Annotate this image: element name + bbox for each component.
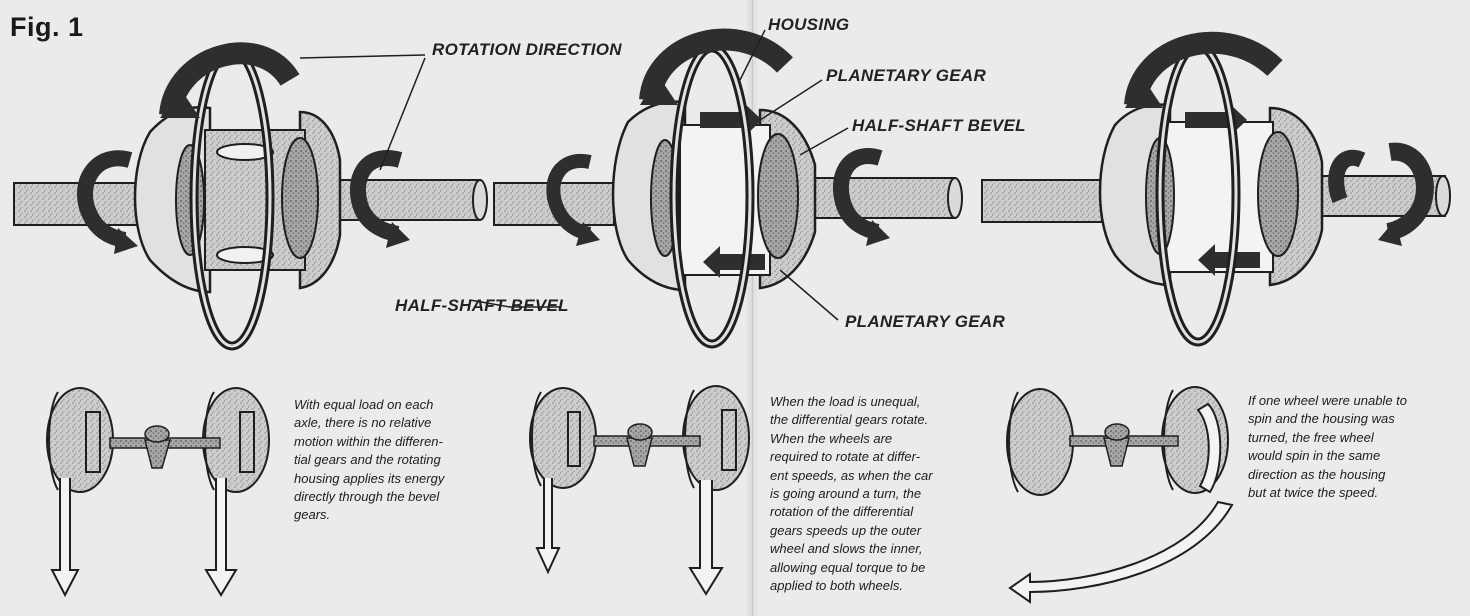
callout-housing: HOUSING — [768, 15, 850, 34]
callout-planetary-gear-bottom: PLANETARY GEAR — [845, 312, 1006, 331]
caption-line: would spin in the same — [1248, 448, 1381, 464]
down-arrow-icon — [204, 478, 238, 597]
callout-half-shaft-bevel-right: HALF-SHAFT BEVEL — [852, 116, 1026, 135]
swing-arrow-icon — [1008, 500, 1234, 604]
caption-line: When the load is unequal, — [770, 394, 921, 409]
rotation-arrow-icon — [1124, 31, 1283, 107]
caption-line: directly through the bevel — [294, 489, 440, 505]
curved-arrow-icon — [1196, 402, 1222, 494]
caption-line: gears speeds up the outer — [770, 522, 922, 538]
caption-line: motion within the differen- — [294, 433, 443, 449]
caption-locked-wheel: If one wheel were unable to spin and the… — [1248, 392, 1453, 502]
caption-line: tial gears and the rotating — [294, 452, 441, 468]
caption-line: turned, the free wheel — [1248, 429, 1374, 445]
gear-cage — [1164, 121, 1274, 273]
caption-line: spin and the housing was — [1248, 411, 1395, 427]
rotation-arrow-icon — [832, 148, 883, 240]
caption-line: axle, there is no relative — [294, 415, 432, 431]
caption-line: When the wheels are — [770, 430, 893, 446]
right-axle-shaft — [799, 177, 956, 219]
callout-half-shaft-bevel-left: HALF-SHAFT BEVEL — [395, 296, 569, 315]
caption-line: If one wheel were unable to — [1248, 393, 1407, 408]
caption-line: With equal load on each — [294, 397, 434, 412]
caption-line: ent speeds, as when the car — [770, 467, 933, 483]
differential-assembly-3 — [981, 31, 1451, 347]
left-wheel — [1006, 388, 1074, 496]
caption-line: required to rotate at differ- — [770, 449, 921, 465]
rotation-arrow-icon — [350, 150, 403, 242]
down-arrow-icon — [688, 480, 724, 596]
caption-line: gears. — [294, 507, 331, 523]
caption-line: direction as the housing — [1248, 466, 1386, 482]
caption-line: allowing equal torque to be — [770, 559, 926, 575]
rotation-arrow-icon — [77, 150, 133, 248]
caption-line: wheel and slows the inner, — [770, 541, 923, 557]
caption-line: but at twice the speed. — [1248, 485, 1379, 501]
planetary-gear — [216, 143, 274, 161]
rotation-arrow-icon — [1386, 142, 1434, 241]
caption-line: housing applies its energy — [294, 470, 445, 486]
wheel-diagram-2 — [529, 385, 750, 596]
caption-unequal-load: When the load is unequal, the differenti… — [770, 393, 985, 595]
rotation-arrow-icon — [639, 28, 793, 102]
caption-line: applied to both wheels. — [770, 578, 903, 594]
figure-label: Fig. 1 — [10, 12, 84, 42]
left-wheel — [46, 387, 114, 493]
wheel-diagram-3 — [1006, 386, 1234, 604]
down-arrow-icon — [50, 478, 80, 598]
differential-hub — [626, 437, 653, 467]
gear-cage — [679, 124, 771, 276]
left-axle-shaft — [981, 179, 1103, 223]
caption-line: is going around a turn, the — [770, 486, 922, 502]
differential-hub — [144, 439, 171, 469]
caption-equal-load: With equal load on each axle, there is n… — [294, 396, 494, 525]
callout-planetary-gear-top: PLANETARY GEAR — [826, 66, 987, 85]
differential-assembly-1 — [13, 42, 560, 351]
rotation-arrow-icon — [546, 153, 592, 241]
left-wheel — [529, 387, 597, 489]
wheel-diagram-1 — [46, 387, 270, 598]
caption-line: rotation of the differential — [770, 504, 914, 520]
differential-hub — [1103, 437, 1130, 467]
half-shaft-bevel-gear — [757, 133, 799, 259]
callout-rotation-direction: ROTATION DIRECTION — [432, 40, 622, 59]
differential-assembly-2 — [493, 28, 963, 349]
rotation-arrow-icon — [159, 42, 300, 117]
caption-line: the differential gears rotate. — [770, 412, 929, 428]
page-fold-line — [752, 0, 753, 616]
down-arrow-icon — [535, 478, 561, 575]
